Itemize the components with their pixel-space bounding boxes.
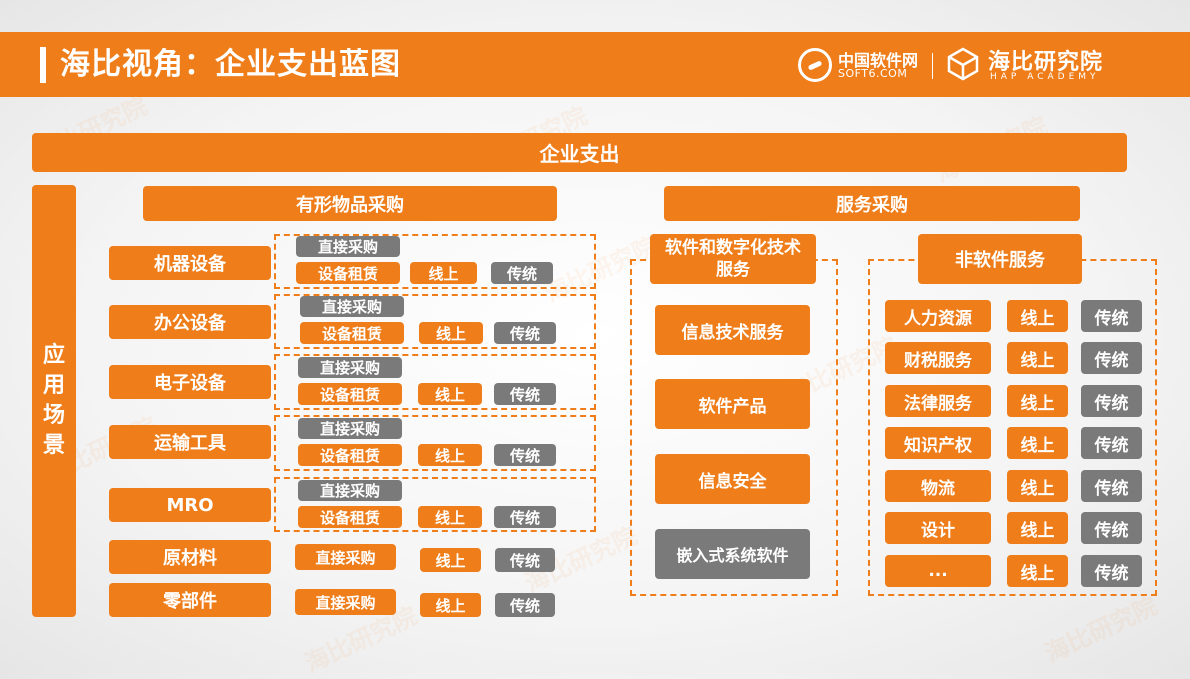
traditional-tag: 传统	[1081, 512, 1142, 544]
page-title: 海比视角：企业支出蓝图	[60, 47, 401, 82]
traditional-tag: 传统	[1081, 385, 1142, 417]
equipment-lease-tag: 设备租赁	[298, 444, 402, 466]
hap-logo-cn: 海比研究院	[988, 50, 1104, 75]
traditional-tag: 传统	[494, 383, 556, 405]
online-tag: 线上	[1007, 300, 1068, 332]
side-char: 景	[42, 433, 65, 458]
traditional-tag: 传统	[1081, 470, 1142, 502]
category-electronic-equipment: 电子设备	[109, 365, 271, 399]
logo-divider	[932, 53, 933, 79]
it-services-item: 信息技术服务	[655, 305, 810, 355]
traditional-tag: 传统	[1081, 300, 1142, 332]
category-transport: 运输工具	[109, 425, 271, 459]
hap-cube-icon	[947, 47, 979, 81]
equipment-lease-tag: 设备租赁	[300, 322, 404, 344]
side-char: 用	[42, 373, 65, 398]
traditional-tag: 传统	[1081, 555, 1142, 587]
service-logistics: 物流	[885, 470, 991, 502]
header-bar	[0, 32, 1190, 97]
soft6-logo-icon	[798, 48, 832, 82]
online-tag: 线上	[410, 262, 477, 284]
traditional-tag: 传统	[1081, 427, 1142, 459]
direct-purchase-tag: 直接采购	[300, 296, 404, 317]
traditional-tag: 传统	[494, 444, 556, 466]
category-office-equipment: 办公设备	[109, 305, 271, 339]
software-products-item: 软件产品	[655, 379, 810, 429]
service-ip: 知识产权	[885, 427, 991, 459]
traditional-tag: 传统	[1081, 342, 1142, 374]
tangible-procurement-title: 有形物品采购	[143, 186, 557, 221]
online-tag: 线上	[418, 444, 482, 466]
service-hr: 人力资源	[885, 300, 991, 332]
direct-purchase-tag: 直接采购	[295, 544, 396, 570]
soft6-logo-cn: 中国软件网	[838, 51, 919, 70]
online-tag: 线上	[1007, 385, 1068, 417]
online-tag: 线上	[1007, 342, 1068, 374]
software-digital-services-title: 软件和数字化技术服务	[650, 234, 816, 284]
direct-purchase-tag: 直接采购	[295, 589, 396, 615]
title-accent-bar	[40, 47, 46, 83]
equipment-lease-tag: 设备租赁	[298, 383, 402, 405]
traditional-tag: 传统	[494, 322, 556, 344]
online-tag: 线上	[418, 506, 482, 528]
online-tag: 线上	[1007, 512, 1068, 544]
online-tag: 线上	[1007, 555, 1068, 587]
traditional-tag: 传统	[494, 506, 556, 528]
embedded-software-item: 嵌入式系统软件	[655, 529, 810, 579]
direct-purchase-tag: 直接采购	[296, 236, 400, 257]
row-group-frame	[274, 294, 596, 349]
direct-purchase-tag: 直接采购	[298, 418, 402, 439]
online-tag: 线上	[1007, 470, 1068, 502]
non-software-services-title: 非软件服务	[918, 234, 1082, 284]
online-tag: 线上	[418, 383, 482, 405]
online-tag: 线上	[419, 322, 483, 344]
traditional-tag: 传统	[495, 548, 555, 572]
information-security-item: 信息安全	[655, 454, 810, 504]
service-more: ...	[885, 555, 991, 587]
service-procurement-title: 服务采购	[664, 186, 1080, 221]
equipment-lease-tag: 设备租赁	[296, 262, 400, 284]
soft6-logo-en: SOFT6.COM	[838, 67, 908, 80]
root-enterprise-spending: 企业支出	[32, 133, 1127, 172]
row-group-frame	[274, 354, 596, 410]
online-tag: 线上	[420, 548, 481, 572]
traditional-tag: 传统	[491, 262, 553, 284]
row-group-frame	[274, 415, 596, 471]
row-group-frame	[274, 477, 596, 532]
category-raw-materials: 原材料	[109, 540, 271, 574]
side-char: 应	[42, 343, 65, 368]
equipment-lease-tag: 设备租赁	[298, 506, 402, 528]
category-components: 零部件	[109, 583, 271, 617]
direct-purchase-tag: 直接采购	[298, 357, 402, 378]
category-mro: MRO	[109, 488, 271, 522]
service-finance-tax: 财税服务	[885, 342, 991, 374]
online-tag: 线上	[1007, 427, 1068, 459]
row-group-frame	[274, 234, 596, 289]
online-tag: 线上	[420, 593, 481, 617]
service-legal: 法律服务	[885, 385, 991, 417]
hap-logo-en: HAP ACADEMY	[990, 72, 1100, 82]
category-machinery: 机器设备	[109, 246, 271, 280]
direct-purchase-tag: 直接采购	[298, 480, 402, 501]
application-scenario-label: 应 用 场 景	[32, 185, 76, 617]
service-design: 设计	[885, 512, 991, 544]
traditional-tag: 传统	[495, 593, 555, 617]
side-char: 场	[42, 403, 65, 428]
watermark: 海比研究院	[1040, 591, 1162, 668]
